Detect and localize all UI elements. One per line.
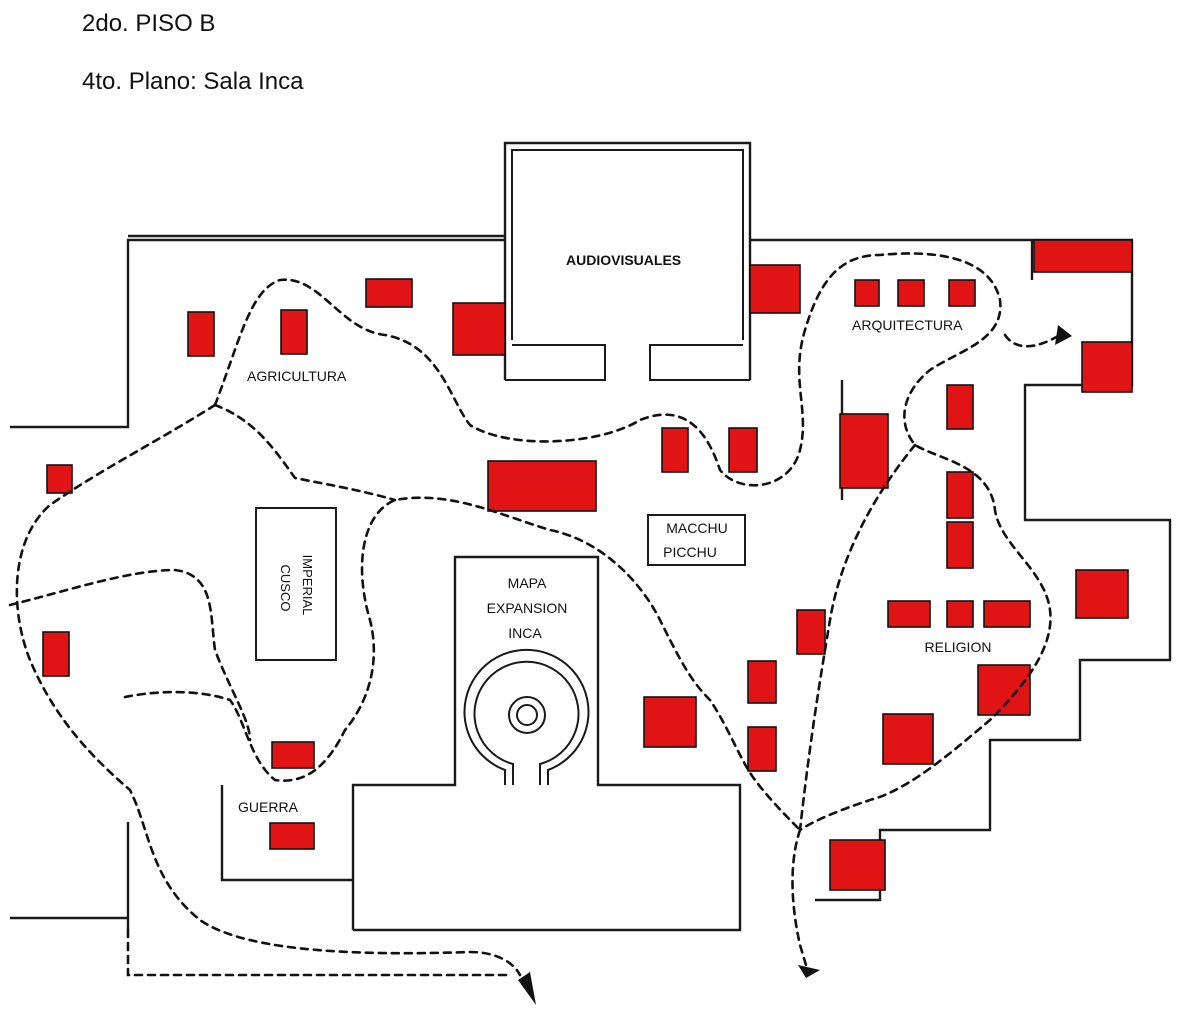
label-picchu: PICCHU xyxy=(663,544,717,560)
route-segment xyxy=(791,828,808,967)
exhibit-case xyxy=(854,279,880,307)
exit-arrow-southwest xyxy=(518,972,536,1005)
route-segment xyxy=(213,252,1052,832)
exhibit-case xyxy=(269,822,315,850)
exhibit-case xyxy=(946,521,974,569)
audiovisuales-door-left xyxy=(505,344,606,381)
exhibit-case xyxy=(946,600,974,628)
audiovisuales-inner-wall xyxy=(511,149,744,340)
route-segment xyxy=(15,403,522,977)
macchu-picchu-box xyxy=(647,514,746,566)
outer-walls xyxy=(10,141,1172,932)
exhibit-case xyxy=(747,660,777,704)
exhibit-case xyxy=(887,600,931,628)
exhibit-case xyxy=(280,309,308,355)
exhibit-case xyxy=(365,278,413,308)
exhibit-cases xyxy=(42,239,1133,891)
label-audiovisuales: AUDIOVISUALES xyxy=(566,252,681,268)
exhibit-case xyxy=(452,302,506,356)
mapa-circle xyxy=(463,648,590,785)
cusco-imperial-block xyxy=(255,507,337,661)
visitor-route xyxy=(8,252,1072,1005)
route-segment xyxy=(213,403,397,502)
exit-arrow-south xyxy=(798,965,820,978)
mapa-block-wall xyxy=(351,555,742,932)
exhibit-case xyxy=(983,600,1031,628)
label-imperial: IMPERIAL xyxy=(300,555,315,616)
label-guerra: GUERRA xyxy=(238,799,299,815)
exhibit-case xyxy=(946,384,974,430)
route-segment xyxy=(8,568,252,742)
label-cusco: CUSCO xyxy=(278,565,293,612)
wall-west-upper xyxy=(10,238,505,429)
label-macchu: MACCHU xyxy=(666,520,727,536)
exhibit-case xyxy=(882,713,934,765)
plan-title: 4to. Plano: Sala Inca xyxy=(82,68,304,95)
label-religion: RELIGION xyxy=(925,639,992,655)
exhibit-case xyxy=(897,279,925,307)
route-segment xyxy=(1003,333,1062,348)
exhibit-case xyxy=(42,631,70,677)
exhibit-case xyxy=(487,460,597,512)
exhibit-case xyxy=(829,839,886,891)
audiovisuales-door-right xyxy=(649,344,750,381)
label-inca: INCA xyxy=(508,625,542,641)
label-agricultura: AGRICULTURA xyxy=(247,368,347,384)
route-segment xyxy=(126,928,512,977)
exhibit-case xyxy=(946,471,974,519)
label-mapa: MAPA xyxy=(508,575,547,591)
exhibit-case xyxy=(661,427,689,473)
exhibit-case xyxy=(796,609,826,655)
floor-title: 2do. PISO B xyxy=(82,10,216,37)
exhibit-case xyxy=(1081,341,1133,393)
exhibit-case xyxy=(271,741,315,769)
exhibit-case xyxy=(749,264,801,314)
exhibit-case xyxy=(46,464,73,494)
exhibit-case xyxy=(728,427,758,473)
label-expansion: EXPANSION xyxy=(487,600,568,616)
exhibit-case xyxy=(1075,569,1129,619)
audiovisuales-outer-wall xyxy=(503,141,752,380)
exhibit-case xyxy=(187,311,215,357)
route-segment xyxy=(798,443,917,832)
exhibit-case xyxy=(1033,239,1133,273)
exit-arrow-northeast xyxy=(1055,325,1072,345)
exhibit-case xyxy=(839,413,889,489)
exhibit-case xyxy=(948,279,976,307)
label-arquitectura: ARQUITECTURA xyxy=(852,317,963,333)
exhibit-case xyxy=(977,664,1031,716)
wall-guerra xyxy=(220,785,353,882)
exhibit-case xyxy=(643,696,697,748)
exhibit-case xyxy=(747,726,777,772)
